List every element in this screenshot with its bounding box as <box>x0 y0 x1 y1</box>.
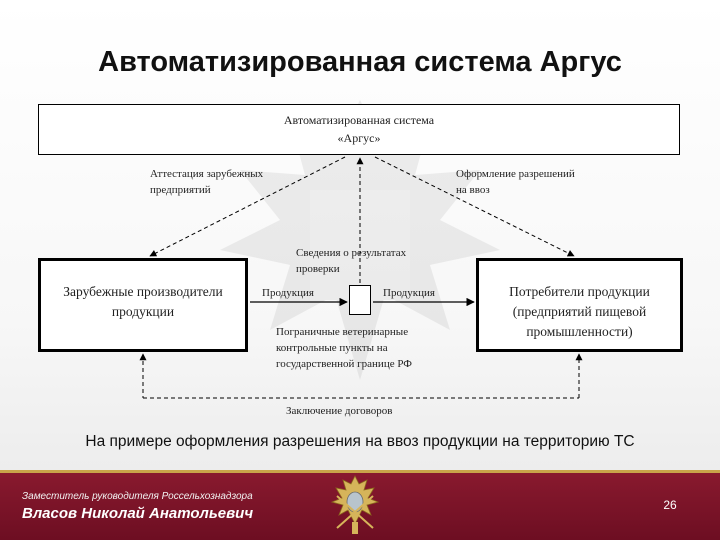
label-results-1: Сведения о результатах <box>296 247 407 259</box>
label-contracts: Заключение договоров <box>286 405 393 417</box>
consumers-box <box>476 258 683 352</box>
label-border-1: Пограничные ветеринарные <box>276 326 409 338</box>
label-attestation-2: предприятий <box>150 184 211 196</box>
arrow-attestation <box>149 156 346 257</box>
slide-caption: На примере оформления разрешения на ввоз… <box>85 433 635 450</box>
rosselkhoznadzor-emblem-icon <box>330 475 380 534</box>
label-results-2: проверки <box>296 263 340 275</box>
label-attestation-1: Аттестация зарубежных <box>150 168 264 180</box>
page-title: Автоматизированная система Аргус <box>98 46 622 78</box>
label-permits: Оформление разрешений на ввоз <box>456 166 575 198</box>
system-box-text: Автоматизированная система «Аргус» <box>38 111 680 147</box>
label-product-right: Продукция <box>383 287 435 299</box>
border-control-box <box>349 285 371 315</box>
system-box-line1: Автоматизированная система <box>283 113 435 127</box>
footer-accent-line <box>0 470 720 473</box>
page-number: 26 <box>663 498 677 512</box>
label-permits-1: Оформление разрешений <box>456 168 575 180</box>
system-box-line2: «Аргус» <box>337 131 381 145</box>
footer-position: Заместитель руководителя Россельхознадзо… <box>22 491 253 502</box>
label-results: Сведения о результатах проверки <box>296 245 406 277</box>
foreign-producers-line1: Зарубежные производители <box>63 284 223 299</box>
label-border-3: государственной границе РФ <box>276 358 412 370</box>
consumers-line3: промышленности) <box>526 324 633 339</box>
label-attestation: Аттестация зарубежных предприятий <box>150 166 263 198</box>
label-border-2: контрольные пункты на <box>276 342 388 354</box>
consumers-line1: Потребители продукции <box>509 284 650 299</box>
foreign-producers-box <box>38 258 248 352</box>
label-permits-2: на ввоз <box>456 184 490 196</box>
consumers-line2: (предприятий пищевой <box>512 304 647 319</box>
consumers-text: Потребители продукции (предприятий пищев… <box>476 282 683 342</box>
foreign-producers-line2: продукции <box>111 304 175 319</box>
system-box <box>38 104 680 155</box>
label-product-left: Продукция <box>262 287 314 299</box>
label-border-posts: Пограничные ветеринарные контрольные пун… <box>276 324 412 372</box>
footer-name: Власов Николай Анатольевич <box>22 505 254 522</box>
arrow-permits <box>374 156 575 257</box>
foreign-producers-text: Зарубежные производители продукции <box>38 282 248 322</box>
